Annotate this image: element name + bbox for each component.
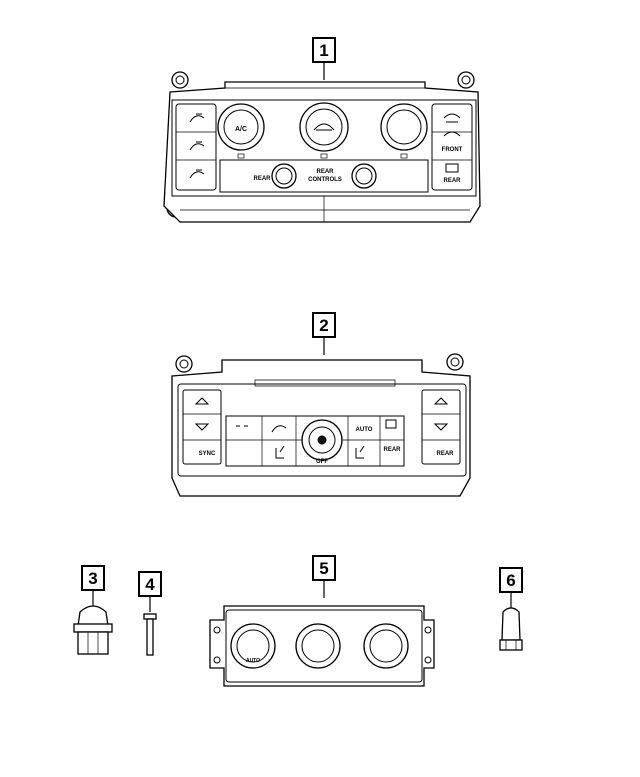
part-4-screw [143, 613, 157, 656]
callout-1-label: 1 [319, 41, 328, 60]
defrost-icon [443, 113, 461, 123]
temp-up-right-icon [433, 397, 449, 405]
vent-mode-icon [271, 425, 287, 433]
auto-label: AUTO [356, 427, 373, 433]
off-label: OFF [316, 459, 328, 465]
center-knob [301, 419, 343, 461]
temperature-knob-left: A/C [217, 103, 265, 159]
rear-controls-knob [351, 163, 377, 189]
temp-up-left-icon [194, 397, 210, 405]
seat-heat-icon [275, 445, 285, 459]
part-2-climate-control-panel: SYNC REAR AUTO REAR OFF [171, 353, 471, 497]
knob-right-mode [363, 623, 409, 669]
mode-face-icon [189, 113, 205, 123]
recirculation-icon [313, 123, 335, 131]
callout-2-label: 2 [319, 316, 328, 335]
callout-5: 5 [312, 555, 336, 598]
rear-right-label: REAR [436, 451, 454, 457]
callout-4: 4 [138, 571, 162, 612]
front-defrost-icon [443, 131, 461, 137]
part-6-bulb [499, 607, 523, 651]
mount-screw-top-right [457, 71, 475, 89]
mode-bilevel-icon [189, 141, 205, 151]
callout-2: 2 [312, 312, 336, 355]
mount-ear-right [446, 353, 464, 371]
rear-knob-label: REAR [253, 176, 271, 182]
callout-6-label: 6 [506, 571, 515, 590]
seat-heat-right-icon [355, 445, 365, 459]
callout-6: 6 [499, 567, 523, 608]
temperature-knob-right [380, 103, 428, 159]
rear-defrost-icon [445, 163, 459, 173]
rear-knob [271, 163, 297, 189]
blower-knob-center [299, 102, 349, 159]
temp-down-right-icon [433, 423, 449, 431]
knob-center-fan [295, 623, 341, 669]
knob-left-auto: AUTO [230, 623, 276, 669]
callout-3-label: 3 [88, 569, 97, 588]
part-1-climate-control-panel: FRONT REAR A/C REAR REAR CONTROLS [163, 71, 481, 223]
mount-screw-top-left [171, 71, 189, 89]
part-5-climate-control-panel: AUTO [209, 605, 435, 687]
ac-label: A/C [235, 126, 247, 133]
screen-icon [385, 419, 397, 429]
callout-3: 3 [81, 565, 105, 606]
part-3-bulb-socket [73, 605, 113, 655]
front-defrost-label: FRONT [442, 147, 463, 153]
callout-5-label: 5 [319, 559, 328, 578]
mount-ear-left [175, 355, 193, 373]
temp-down-left-icon [194, 423, 210, 431]
mode-floor-icon [189, 169, 205, 179]
rear-controls-label-line1: REAR [316, 169, 334, 175]
rear-label: REAR [383, 447, 401, 453]
rear-controls-label-line2: CONTROLS [308, 177, 342, 183]
callout-1: 1 [312, 37, 336, 80]
rear-defrost-label: REAR [443, 178, 461, 184]
sync-label: SYNC [199, 451, 216, 457]
knob-left-label: AUTO [246, 658, 260, 664]
callout-4-label: 4 [145, 575, 155, 594]
